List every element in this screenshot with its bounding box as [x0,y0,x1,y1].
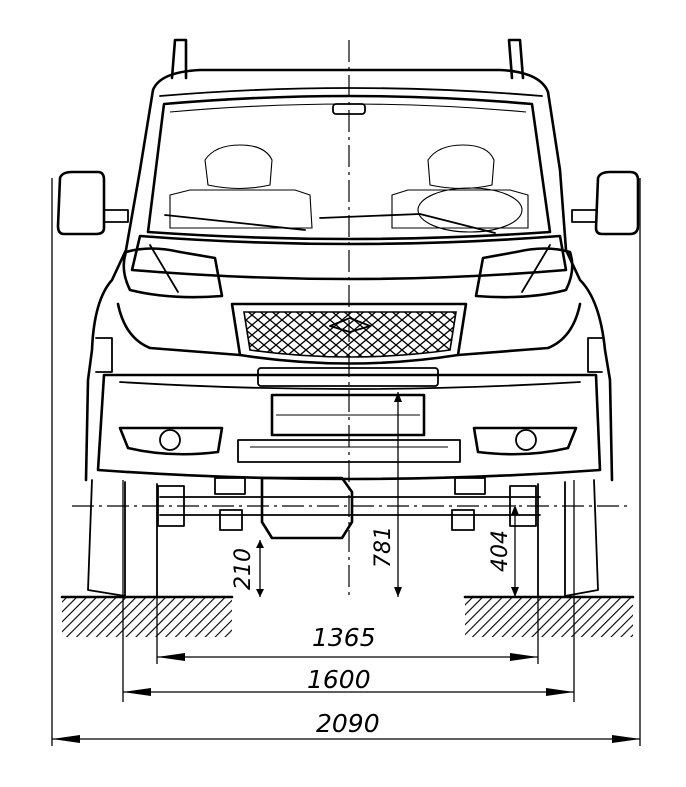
hood [130,234,568,281]
extension-lines [51,178,641,746]
dimension-overall-width: 2090 [316,709,380,738]
roof-header [159,87,543,97]
mirror-center [332,103,366,115]
dimension-axle-height: 404 [488,530,513,572]
horizontal-dimension-lines [52,653,640,743]
headlights [122,247,574,299]
axle [157,476,541,540]
side-mirrors [56,170,640,236]
vertical-dimension-lines [256,392,519,597]
seats [169,144,529,233]
dimension-ground-clearance: 210 [231,548,256,590]
grille [230,302,468,365]
cab-outline [84,68,614,482]
dimension-bumper-height: 781 [371,526,396,568]
windshield [146,94,552,241]
roof-rails [170,38,525,80]
dimension-track-rear: 1365 [312,623,376,652]
bumper [96,367,602,481]
wheels [87,479,599,597]
dimension-track-front: 1600 [307,665,371,694]
wipers [164,213,496,234]
ground-hatching [60,595,635,637]
fog-lights [118,426,578,456]
